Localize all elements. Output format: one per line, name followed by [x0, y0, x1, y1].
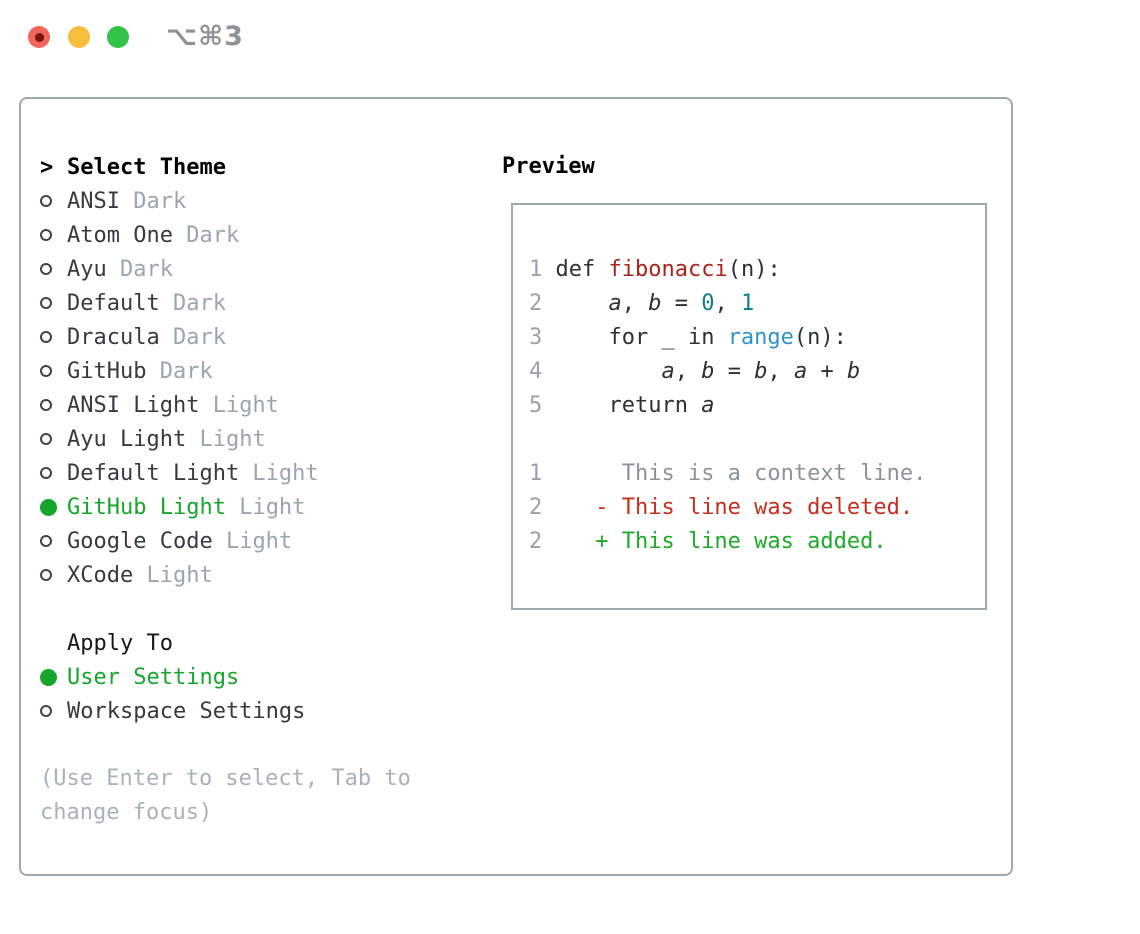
code-line-8: 2 - This line was deleted. — [529, 495, 914, 520]
theme-option-ayu-light[interactable]: Ayu Light Light — [40, 422, 411, 456]
option-label: Default Light — [67, 460, 240, 486]
radio-icon — [40, 668, 57, 686]
radio-icon — [40, 498, 57, 516]
line-number: 1 — [529, 257, 543, 282]
option-tag: Dark — [146, 358, 213, 384]
option-tag: Light — [199, 392, 279, 418]
line-number: 4 — [529, 359, 543, 384]
option-tag: Light — [212, 528, 293, 554]
code-line-3: 3 for _ in range(n): — [529, 325, 847, 350]
line-number: 3 — [529, 325, 543, 350]
theme-option-ansi-light[interactable]: ANSI Light Light — [40, 388, 411, 422]
radio-icon — [40, 229, 52, 241]
spacer — [40, 592, 411, 626]
apply-to-title: Apply To — [67, 630, 173, 656]
option-label: Atom One — [67, 222, 173, 248]
help-text-line-2: change focus) — [40, 800, 213, 825]
radio-icon — [40, 297, 52, 309]
select-theme-header: > Select Theme — [40, 150, 411, 184]
theme-option-ayu[interactable]: Ayu Dark — [40, 252, 411, 286]
option-label: ANSI — [67, 188, 120, 214]
option-tag: Light — [225, 494, 306, 520]
help-text-line-1: (Use Enter to select, Tab to — [40, 766, 411, 791]
apply-to-header: Apply To — [40, 626, 411, 660]
theme-option-github[interactable]: GitHub Dark — [40, 354, 411, 388]
option-tag: Light — [133, 562, 213, 588]
option-label: GitHub Light — [67, 494, 226, 520]
option-label: Ayu — [67, 256, 107, 282]
apply-option-user-settings[interactable]: User Settings — [40, 660, 411, 694]
line-number: 2 — [529, 529, 543, 554]
theme-option-xcode[interactable]: XCode Light — [40, 558, 411, 592]
option-tag: Dark — [172, 222, 240, 248]
option-tag: Dark — [159, 324, 226, 350]
option-tag: Light — [239, 460, 319, 486]
theme-picker-column: > Select Theme ANSI Dark Atom One Dark Ay… — [40, 150, 411, 830]
option-label: User Settings — [67, 664, 240, 690]
option-tag: Dark — [159, 290, 226, 316]
select-theme-title: Select Theme — [67, 154, 226, 180]
spacer — [40, 728, 411, 762]
option-tag: Light — [186, 426, 266, 452]
zoom-button[interactable] — [107, 26, 129, 48]
theme-picker-panel: > Select Theme ANSI Dark Atom One Dark Ay… — [19, 97, 1013, 876]
line-number: 1 — [529, 461, 543, 486]
radio-icon — [40, 433, 52, 445]
option-label: XCode — [67, 562, 134, 588]
option-label: GitHub — [67, 358, 147, 384]
theme-option-github-light[interactable]: GitHub Light Light — [40, 490, 411, 524]
option-label: Google Code — [67, 528, 213, 554]
theme-option-dracula[interactable]: Dracula Dark — [40, 320, 411, 354]
radio-icon — [40, 705, 52, 717]
code-line-6 — [529, 423, 985, 457]
theme-option-default-light[interactable]: Default Light Light — [40, 456, 411, 490]
radio-icon — [40, 365, 52, 377]
apply-list: User Settings Workspace Settings — [40, 660, 411, 728]
code-line-2: 2 a, b = 0, 1 — [529, 291, 755, 316]
theme-option-ansi[interactable]: ANSI Dark — [40, 184, 411, 218]
code-line-5: 5 return a — [529, 393, 715, 418]
option-label: Default — [67, 290, 160, 316]
minimize-button[interactable] — [68, 26, 90, 48]
code-line-7: 1 This is a context line. — [529, 461, 927, 486]
apply-option-workspace-settings[interactable]: Workspace Settings — [40, 694, 411, 728]
line-number: 2 — [529, 495, 543, 520]
radio-icon — [40, 535, 52, 547]
radio-icon — [40, 263, 52, 275]
radio-icon — [40, 399, 52, 411]
option-label: Dracula — [67, 324, 160, 350]
preview-code: 1 def fibonacci(n): 2 a, b = 0, 1 3 for _ … — [529, 253, 985, 559]
option-tag: Dark — [119, 188, 187, 214]
option-label: ANSI Light — [67, 392, 200, 418]
preview-title: Preview — [502, 154, 595, 179]
close-button[interactable] — [28, 26, 50, 48]
radio-icon — [40, 195, 52, 207]
code-line-4: 4 a, b = b, a + b — [529, 359, 861, 384]
theme-option-default[interactable]: Default Dark — [40, 286, 411, 320]
option-label: Workspace Settings — [67, 698, 306, 724]
option-tag: Dark — [106, 256, 173, 282]
radio-icon — [40, 331, 52, 343]
radio-icon — [40, 467, 52, 479]
theme-option-google-code[interactable]: Google Code Light — [40, 524, 411, 558]
theme-option-atom-one[interactable]: Atom One Dark — [40, 218, 411, 252]
titlebar: ⌥⌘3 — [0, 0, 1140, 72]
preview-pane: 1 def fibonacci(n): 2 a, b = 0, 1 3 for _ … — [511, 203, 987, 610]
window-shortcut-label: ⌥⌘3 — [166, 21, 244, 52]
close-button-dot — [34, 32, 44, 42]
option-label: Ayu Light — [67, 426, 187, 452]
code-line-1: 1 def fibonacci(n): — [529, 257, 781, 282]
theme-list: ANSI Dark Atom One Dark Ayu Dark Default… — [40, 184, 411, 592]
line-number: 5 — [529, 393, 543, 418]
radio-icon — [40, 569, 52, 581]
prompt-caret-icon: > — [40, 154, 54, 180]
line-number: 2 — [529, 291, 543, 316]
code-line-9: 2 + This line was added. — [529, 529, 887, 554]
